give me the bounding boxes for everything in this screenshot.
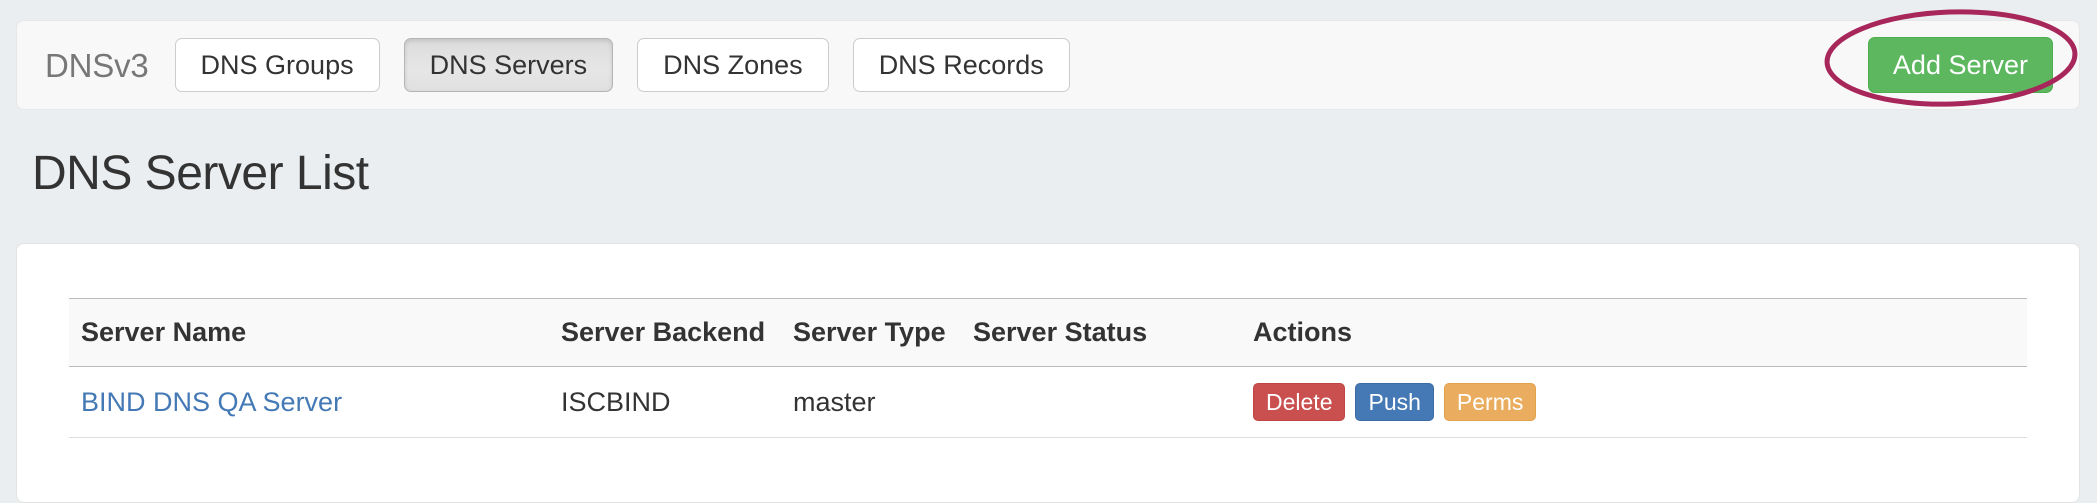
- dns-server-table: Server Name Server Backend Server Type S…: [69, 298, 2027, 438]
- cell-server-backend: ISCBIND: [549, 366, 781, 438]
- column-header-server-name[interactable]: Server Name: [69, 298, 549, 367]
- brand-logo[interactable]: DNSv3: [45, 46, 149, 84]
- column-header-server-type[interactable]: Server Type: [781, 298, 961, 367]
- nav-button-dns-servers[interactable]: DNS Servers: [403, 38, 614, 92]
- nav-button-dns-zones[interactable]: DNS Zones: [637, 38, 829, 92]
- table-header: Server Name Server Backend Server Type S…: [69, 298, 2027, 367]
- nav-button-group: DNS Groups DNS Servers DNS Zones DNS Rec…: [174, 38, 1070, 92]
- add-server-button[interactable]: Add Server: [1867, 37, 2053, 93]
- cell-server-type: master: [781, 366, 961, 438]
- row-action-group: Delete Push Perms: [1253, 383, 2013, 421]
- push-button[interactable]: Push: [1355, 383, 1434, 421]
- cell-actions: Delete Push Perms: [1241, 366, 2027, 438]
- delete-button[interactable]: Delete: [1253, 383, 1346, 421]
- cell-server-status: [961, 366, 1241, 438]
- column-header-server-status[interactable]: Server Status: [961, 298, 1241, 367]
- content-card: Server Name Server Backend Server Type S…: [16, 243, 2080, 503]
- column-header-server-backend[interactable]: Server Backend: [549, 298, 781, 367]
- cell-server-name: BIND DNS QA Server: [69, 366, 549, 438]
- navbar-right-actions: Add Server: [1867, 37, 2057, 93]
- nav-button-dns-groups[interactable]: DNS Groups: [174, 38, 380, 92]
- table-row: BIND DNS QA Server ISCBIND master Delete…: [69, 366, 2027, 438]
- column-header-actions: Actions: [1241, 298, 2027, 367]
- navbar-inner: DNSv3 DNS Groups DNS Servers DNS Zones D…: [17, 21, 2079, 109]
- table-header-row: Server Name Server Backend Server Type S…: [69, 298, 2027, 367]
- server-name-link[interactable]: BIND DNS QA Server: [81, 386, 343, 417]
- perms-button[interactable]: Perms: [1443, 383, 1537, 421]
- nav-button-dns-records[interactable]: DNS Records: [852, 38, 1070, 92]
- table-body: BIND DNS QA Server ISCBIND master Delete…: [69, 366, 2027, 438]
- page-title: DNS Server List: [32, 147, 369, 200]
- top-navbar: DNSv3 DNS Groups DNS Servers DNS Zones D…: [16, 20, 2080, 110]
